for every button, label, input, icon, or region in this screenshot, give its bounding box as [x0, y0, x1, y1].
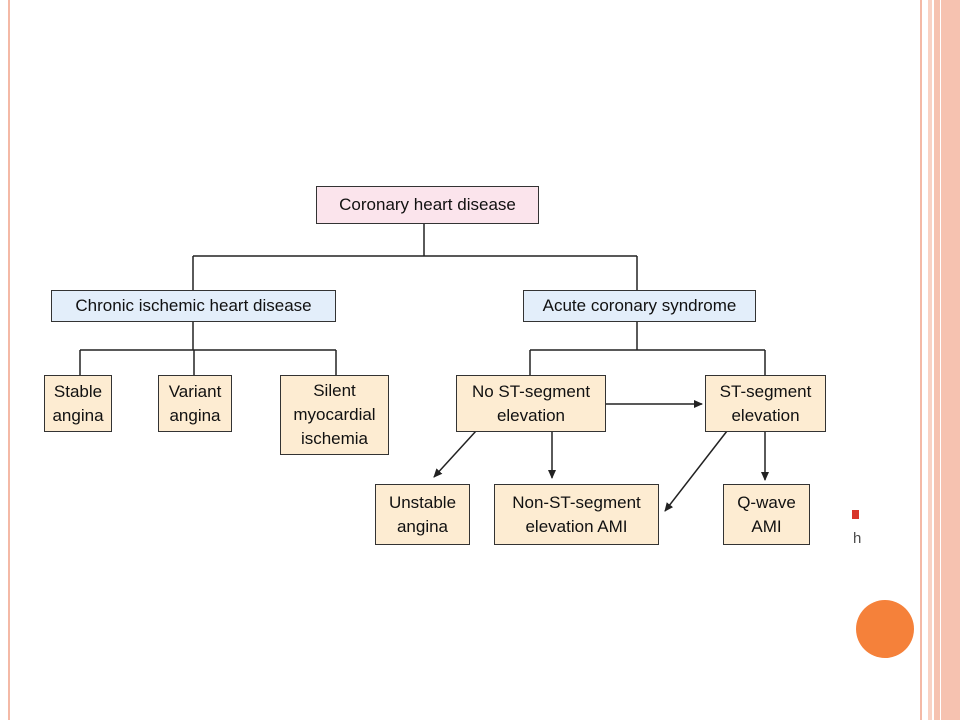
stray-red-mark: [852, 510, 859, 519]
arrow-no-st-to-unstable: [433, 430, 477, 478]
node-non-st-segment-elevation-ami: Non-ST-segment elevation AMI: [494, 484, 659, 545]
accent-circle: [856, 600, 914, 658]
slide-frame-right: [920, 0, 922, 720]
stray-text-fragment: h: [853, 530, 862, 547]
node-unstable-angina: Unstable angina: [375, 484, 470, 545]
node-silent-myocardial-ischemia: Silent myocardial ischemia: [280, 375, 389, 455]
node-coronary-heart-disease: Coronary heart disease: [316, 186, 539, 224]
node-chronic-ischemic-heart-disease: Chronic ischemic heart disease: [51, 290, 336, 322]
arrow-st-to-nstemi: [664, 430, 728, 512]
node-variant-angina: Variant angina: [158, 375, 232, 432]
node-st-segment-elevation: ST-segment elevation: [705, 375, 826, 432]
node-stable-angina: Stable angina: [44, 375, 112, 432]
node-acute-coronary-syndrome: Acute coronary syndrome: [523, 290, 756, 322]
slide-side-band: [928, 0, 960, 720]
node-no-st-segment-elevation: No ST-segment elevation: [456, 375, 606, 432]
node-q-wave-ami: Q-wave AMI: [723, 484, 810, 545]
slide-frame-left: [8, 0, 10, 720]
